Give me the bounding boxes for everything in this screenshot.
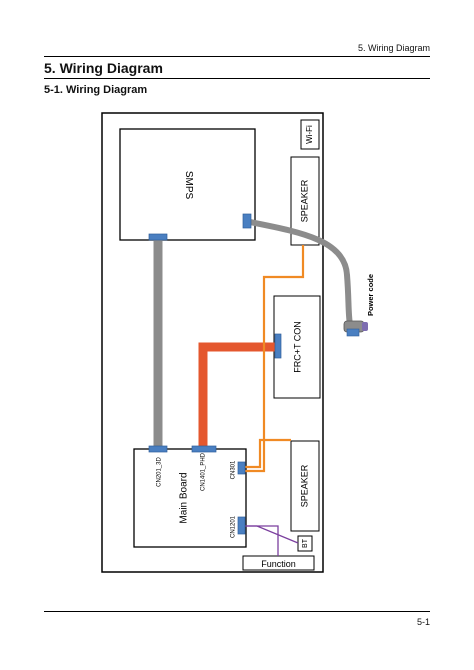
header-rule [44,56,430,57]
function-wire [243,525,279,556]
smps-box [119,128,256,241]
page-number: 5-1 [416,617,430,627]
header-section-ref: 5. Wiring Diagram [357,43,430,53]
speaker-bottom-box [290,440,320,532]
cn1401-connector [191,445,217,453]
power-code-label: Power code [366,274,375,316]
main-board-box [133,448,247,548]
title-rule [44,78,430,79]
cn301-label: CN301 [231,460,237,479]
speaker-bottom-label: SPEAKER [299,464,309,507]
red-lvds-cable [198,342,277,450]
speaker-top-label: SPEAKER [299,179,309,222]
frc-con-label: FRC+T CON [292,321,302,373]
page-title: 5. Wiring Diagram [44,60,163,76]
smps-label: SMPS [183,171,194,200]
power-plug-icon [343,320,368,337]
bt-wire [243,525,299,544]
cn1201-connector [237,516,246,535]
cn301-connector [237,461,246,475]
wifi-label: Wi-Fi [305,125,314,144]
diagram-frame [101,112,324,573]
power-cord [247,219,353,328]
smps-cn-connector [148,233,168,241]
bt-box [297,535,313,552]
bt-label: BT [302,538,309,548]
frc-con-connector [274,333,282,359]
section-subtitle: 5-1. Wiring Diagram [44,84,148,96]
cn1401-label: CN1401_PHD [201,452,207,491]
cn201-label: CN201_3D [157,456,163,486]
speaker-top-wire [241,245,305,473]
main-board-label: Main Board [179,472,190,523]
cn1201-label: CN1201 [231,515,237,538]
footer-rule [44,611,430,612]
cn201-connector [148,445,168,453]
frc-con-box [273,295,321,399]
speaker-bottom-wire [241,438,291,469]
wifi-box [300,119,320,150]
smps-power-connector [242,213,252,229]
function-label: Function [261,559,296,569]
